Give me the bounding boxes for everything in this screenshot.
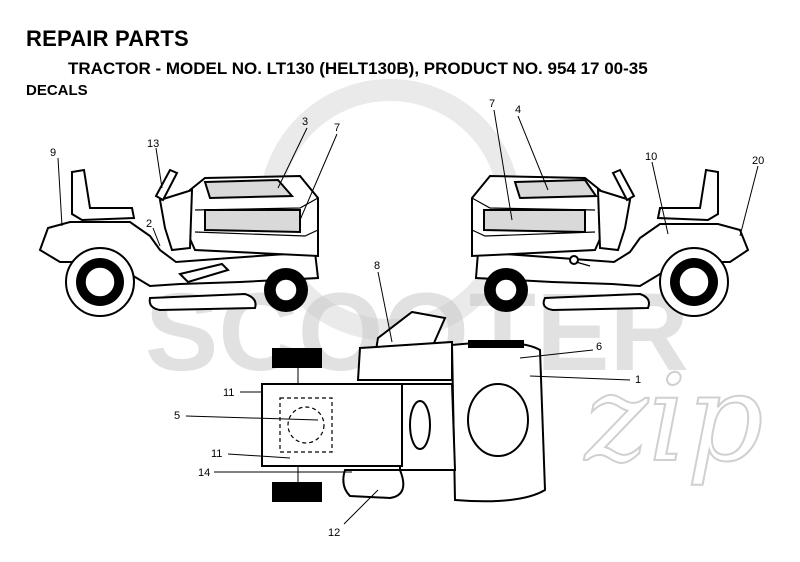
right-side-decal-7 (483, 209, 586, 234)
right-hood-decal-4 (513, 178, 598, 200)
left-steering-wheel (154, 168, 179, 202)
left-dash (158, 188, 194, 252)
right-mower-deck (542, 292, 650, 312)
left-seat (71, 168, 136, 222)
callout-left-9: 9 (50, 147, 56, 159)
page-subtitle: TRACTOR - MODEL NO. LT130 (HELT130B), PR… (68, 59, 648, 78)
left-pedal (178, 262, 230, 284)
watermark-script: zip (583, 350, 763, 489)
right-dash (596, 188, 632, 252)
callout-top-5: 5 (174, 410, 180, 422)
top-decal-5-outline (279, 397, 333, 453)
callout-top-8: 8 (374, 260, 380, 272)
callout-left-13: 13 (147, 138, 159, 150)
right-front-hub (494, 278, 518, 302)
callout-top-6: 6 (596, 341, 602, 353)
top-steering-column (409, 400, 431, 450)
right-rear-hub (678, 266, 710, 298)
top-mower-deck (342, 469, 405, 500)
watermark: SCOOTER zip (145, 79, 764, 490)
top-decal-5-circle (287, 406, 325, 444)
right-lever (575, 261, 591, 267)
section-label: DECALS (26, 82, 88, 99)
tractor-top-view (261, 310, 547, 503)
right-steering-wheel (611, 168, 636, 202)
top-rear-tire (467, 383, 529, 457)
left-tractor-side-view (38, 168, 320, 317)
top-front-tire-upper (272, 348, 322, 368)
callout-right-10: 10 (645, 151, 657, 163)
callout-left-7: 7 (334, 122, 340, 134)
callout-top-11-lower: 11 (211, 448, 222, 460)
top-front-tire-lower (272, 482, 322, 502)
callout-left-3: 3 (302, 116, 308, 128)
right-hood-grille-line (471, 229, 596, 237)
callout-right-20: 20 (752, 155, 764, 167)
top-seat (356, 340, 453, 381)
callout-left-2: 2 (146, 218, 152, 230)
page-title: REPAIR PARTS (26, 26, 189, 51)
left-front-hub (274, 278, 298, 302)
callout-right-4: 4 (515, 104, 521, 116)
right-tractor-side-view (471, 168, 750, 317)
right-seat (656, 168, 719, 222)
left-mower-deck (148, 292, 257, 312)
callout-right-7: 7 (489, 98, 495, 110)
left-rear-hub (84, 266, 116, 298)
callout-leaders (57, 109, 759, 525)
callout-labels: 9 13 3 7 2 7 4 10 20 8 6 1 11 5 11 14 12 (50, 98, 764, 539)
left-hood-grille-line (194, 229, 319, 237)
left-hood-decal-3 (203, 178, 295, 200)
callout-top-14: 14 (198, 467, 210, 479)
callout-top-1: 1 (635, 374, 641, 386)
top-rear-bumper (468, 340, 524, 348)
callout-top-12: 12 (328, 527, 340, 539)
left-side-decal-7 (204, 209, 301, 234)
callout-top-11-upper: 11 (223, 387, 234, 399)
